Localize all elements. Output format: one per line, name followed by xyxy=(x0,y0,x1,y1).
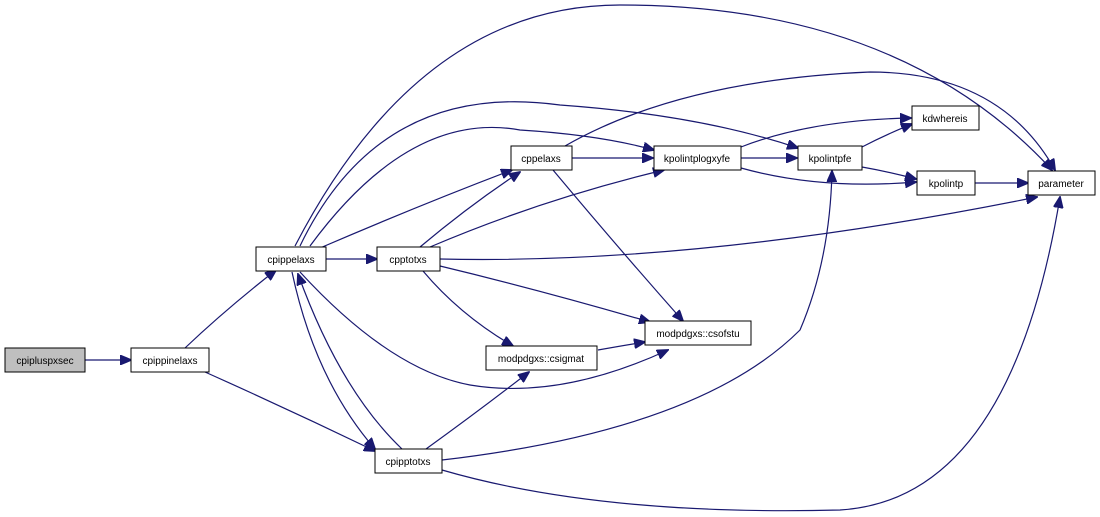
edge-cpippelaxs-cpipptotxs xyxy=(291,271,375,449)
node-label-modpdgxs-csofstu: modpdgxs::csofstu xyxy=(656,329,739,340)
node-cppelaxs[interactable]: cppelaxs xyxy=(510,145,573,171)
edge-cpippinelaxs-cpippelaxs xyxy=(184,270,276,349)
node-label-cpipptotxs: cpipptotxs xyxy=(385,457,430,468)
edge-cpipptotxs-csigmat xyxy=(425,372,529,450)
edge-cpippelaxs-cppelaxs xyxy=(319,170,512,249)
edge-kpolintplogxyfe-kpolintp xyxy=(740,167,916,184)
node-modpdgxs-csofstu[interactable]: modpdgxs::csofstu xyxy=(644,320,752,346)
node-kpolintpfe[interactable]: kpolintpfe xyxy=(797,145,863,171)
node-cpippelaxs[interactable]: cpippelaxs xyxy=(255,246,327,272)
node-label-parameter: parameter xyxy=(1038,179,1084,190)
node-label-kpolintplogxyfe: kpolintplogxyfe xyxy=(664,154,731,165)
node-label-kpolintpfe: kpolintpfe xyxy=(809,154,852,165)
node-label-cpippelaxs: cpippelaxs xyxy=(267,255,314,266)
edge-cpipptotxs-parameter xyxy=(441,197,1060,512)
edge-cpippelaxs-kpolintplogxyfe xyxy=(309,126,654,247)
edge-cpippelaxs-csofstu xyxy=(299,271,668,389)
edge-cpptotxs-kpolintplogxyfe xyxy=(429,170,664,248)
node-label-modpdgxs-csigmat: modpdgxs::csigmat xyxy=(498,354,584,365)
edge-kpolintpfe-kdwhereis xyxy=(861,124,912,148)
edge-cpippelaxs-kpolintpfe xyxy=(299,101,798,247)
node-cpptotxs[interactable]: cpptotxs xyxy=(376,246,441,272)
edge-cppelaxs-parameter xyxy=(564,71,1055,170)
node-parameter[interactable]: parameter xyxy=(1027,170,1096,196)
edge-csigmat-csofstu xyxy=(597,342,645,351)
node-kpolintp[interactable]: kpolintp xyxy=(916,170,976,196)
edge-cppelaxs-csofstu xyxy=(552,169,683,321)
node-cpippinelaxs[interactable]: cpippinelaxs xyxy=(130,347,210,373)
node-cpipptotxs[interactable]: cpipptotxs xyxy=(374,448,443,474)
node-modpdgxs-csigmat[interactable]: modpdgxs::csigmat xyxy=(485,345,598,371)
edge-cpippelaxs-parameter xyxy=(294,4,1052,247)
node-label-cpippinelaxs: cpippinelaxs xyxy=(142,356,197,367)
node-label-cpptotxs: cpptotxs xyxy=(389,255,426,266)
nodes: cpipluspxsec cpippinelaxs cpippelaxs cpp… xyxy=(4,105,1096,474)
edge-cpptotxs-parameter xyxy=(439,197,1037,261)
node-label-cpipluspxsec: cpipluspxsec xyxy=(16,356,73,367)
edge-cpippinelaxs-cpipptotxs xyxy=(204,371,375,451)
node-kpolintplogxyfe[interactable]: kpolintplogxyfe xyxy=(653,145,742,171)
node-cpipluspxsec[interactable]: cpipluspxsec xyxy=(4,347,86,373)
node-label-kpolintp: kpolintp xyxy=(929,179,964,190)
edge-kpolintpfe-kpolintp xyxy=(861,166,916,179)
edges xyxy=(85,4,1060,512)
edge-cpptotxs-cppelaxs xyxy=(419,172,520,248)
edge-kpolintplogxyfe-kdwhereis xyxy=(740,118,911,148)
node-kdwhereis[interactable]: kdwhereis xyxy=(911,105,980,131)
edge-cpptotxs-csofstu xyxy=(439,265,650,322)
edge-cpptotxs-csigmat xyxy=(422,270,513,346)
node-label-cppelaxs: cppelaxs xyxy=(521,154,560,165)
edge-cpipptotxs-cpippelaxs xyxy=(298,274,403,450)
node-label-kdwhereis: kdwhereis xyxy=(922,114,967,125)
edge-cpipptotxs-kpolintpfe xyxy=(441,171,832,461)
